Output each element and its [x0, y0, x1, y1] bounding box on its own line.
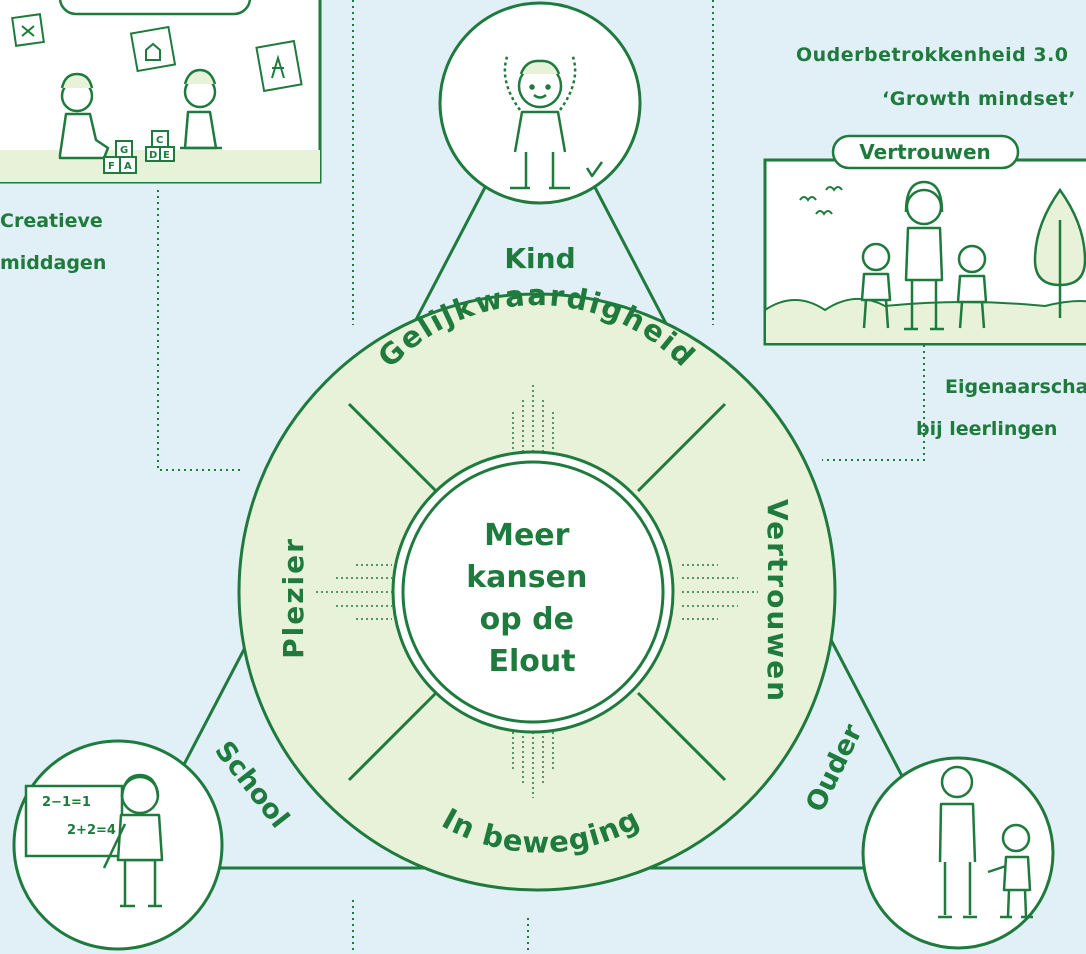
svg-text:A: A — [124, 161, 132, 172]
trust-panel: Vertrouwen — [763, 134, 1086, 346]
dotted-line-left-panel — [157, 190, 240, 471]
teacher-icon — [102, 773, 164, 908]
board-text: 2−1=1 2+2=4 — [42, 795, 116, 838]
trust-badge-label: Vertrouwen — [859, 140, 991, 164]
right-panel-heading-2: ‘Growth mindset’ — [882, 88, 1076, 110]
kind-node — [438, 1, 642, 205]
creative-afternoons-panel: G F A C D E — [0, 0, 322, 184]
corner-label-ouder: Ouder — [800, 719, 869, 817]
corner-label-school: School — [208, 735, 295, 834]
wall-drawings — [11, 13, 303, 93]
corner-label-kind: Kind — [504, 242, 575, 275]
ring-label-left: Plezier — [277, 537, 310, 659]
svg-text:D: D — [149, 150, 157, 161]
trust-badge — [831, 134, 1020, 170]
family-icon — [860, 180, 988, 331]
dotted-connectors — [157, 0, 925, 954]
center-circle-inner — [401, 460, 665, 724]
tree-icon — [1033, 187, 1086, 318]
ouder-node — [861, 756, 1055, 950]
child-icon — [503, 53, 604, 190]
right-caption-line-2: bij leerlingen — [916, 418, 1058, 440]
left-panel-badge — [58, 0, 252, 16]
chalkboard — [24, 784, 124, 858]
left-caption-line-2: middagen — [0, 252, 107, 274]
right-panel-heading-1: Ouderbetrokkenheid 3.0 — [796, 44, 1069, 66]
letter-blocks: G F A C D E — [103, 130, 175, 174]
svg-text:E: E — [163, 150, 170, 161]
ring-dividers — [347, 402, 727, 782]
center-text: Meer kansen op de Elout — [466, 518, 598, 679]
svg-text:C: C — [156, 135, 163, 146]
right-panel-caption: Eigenaarschap bij leerlingen — [916, 366, 1086, 450]
school-node: 2−1=1 2+2=4 — [12, 739, 224, 951]
right-caption-line-1: Eigenaarschap — [945, 376, 1086, 398]
dotted-line-right-panel — [822, 345, 925, 461]
radiating-lines — [316, 385, 758, 798]
children-playing-icon — [58, 68, 222, 160]
parent-child-icon — [938, 765, 1033, 919]
birds-icon — [799, 186, 843, 216]
left-panel-caption: Creatieve middagen — [0, 200, 106, 284]
ring-label-right: Vertrouwen — [761, 499, 794, 703]
left-caption-line-1: Creatieve — [0, 210, 103, 232]
svg-text:G: G — [120, 145, 128, 156]
svg-text:F: F — [108, 161, 115, 172]
